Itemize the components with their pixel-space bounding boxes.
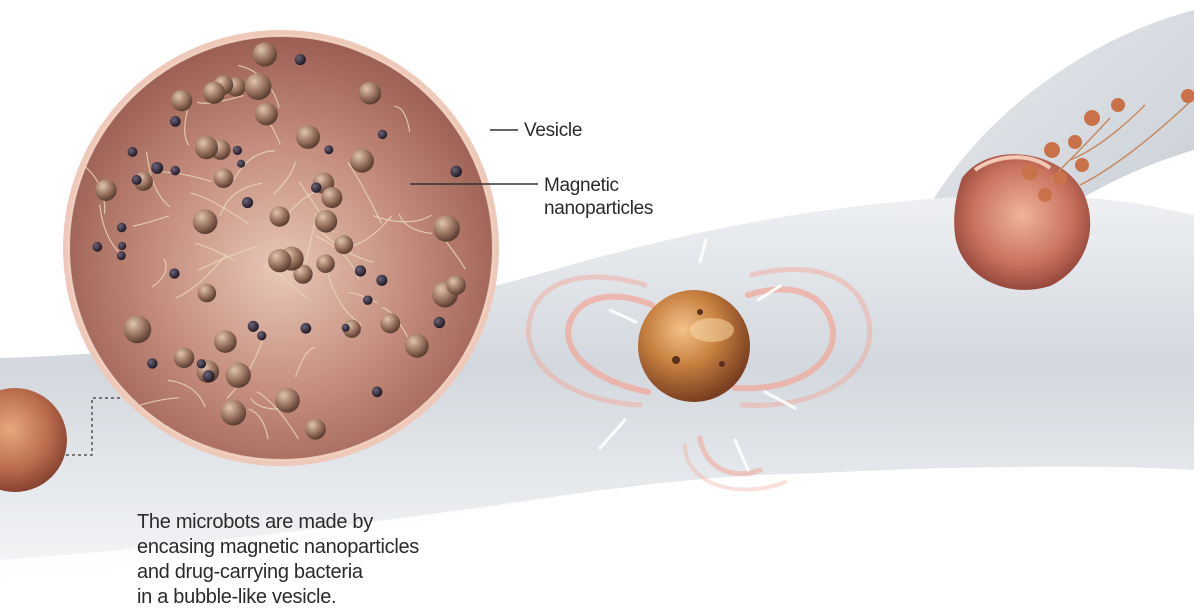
bacterium bbox=[193, 209, 218, 234]
magnetic-nanoparticle bbox=[151, 162, 163, 174]
bacterium bbox=[255, 103, 278, 126]
magnetic-nanoparticle bbox=[248, 321, 259, 332]
magnetic-nanoparticle bbox=[170, 166, 180, 176]
caption-line: in a bubble-like vesicle. bbox=[137, 585, 477, 610]
magnetic-nanoparticle bbox=[434, 317, 445, 328]
magnetic-label-line: nanoparticles bbox=[544, 197, 684, 220]
bacterium bbox=[225, 362, 250, 387]
bacterium bbox=[350, 149, 374, 173]
magnetic-nanoparticle bbox=[128, 147, 138, 157]
bacterium bbox=[195, 136, 218, 159]
caption-line: and drug-carrying bacteria bbox=[137, 560, 477, 585]
magnetic-nanoparticle bbox=[378, 130, 387, 139]
magnetic-nanoparticle bbox=[242, 197, 253, 208]
magnetic-nanoparticle bbox=[117, 223, 127, 233]
bacterium bbox=[198, 284, 217, 303]
bacterium bbox=[221, 400, 247, 426]
bacterium bbox=[171, 90, 192, 111]
bacterium bbox=[269, 206, 289, 226]
bacterium bbox=[245, 73, 272, 100]
vesicle-label: Vesicle bbox=[524, 119, 582, 142]
magnetic-nanoparticle bbox=[118, 242, 126, 250]
bacterium bbox=[214, 168, 234, 188]
bacterium bbox=[359, 82, 382, 105]
enlarged-vesicle bbox=[63, 30, 499, 466]
magnetic-nanoparticle bbox=[92, 242, 102, 252]
bacterium bbox=[203, 82, 225, 104]
magnetic-nanoparticle bbox=[355, 265, 366, 276]
magnetic-nanoparticle bbox=[147, 358, 157, 368]
magnetic-nanoparticle bbox=[132, 175, 142, 185]
magnetic-nanoparticle bbox=[342, 324, 350, 332]
bacterium bbox=[316, 254, 335, 273]
bacterium bbox=[305, 419, 326, 440]
magnetic-nanoparticle bbox=[324, 145, 333, 154]
magnetic-nanoparticle bbox=[169, 268, 179, 278]
magnetic-nanoparticle bbox=[450, 166, 462, 178]
magnetic-nanoparticle bbox=[300, 323, 311, 334]
magnetic-nanoparticle bbox=[170, 116, 181, 127]
bacterium bbox=[275, 388, 300, 413]
bacterium bbox=[334, 235, 353, 254]
magnetic-nanoparticle bbox=[233, 146, 242, 155]
magnetic-label-line: Magnetic bbox=[544, 174, 684, 197]
caption-line: The microbots are made by bbox=[137, 510, 477, 535]
caption-line: encasing magnetic nanoparticles bbox=[137, 535, 477, 560]
magnetic-nanoparticle bbox=[197, 359, 206, 368]
bacterium bbox=[433, 215, 460, 242]
bacterium bbox=[214, 330, 237, 353]
magnetic-nanoparticle bbox=[363, 295, 373, 305]
bacterium bbox=[405, 334, 429, 358]
bacterium bbox=[296, 125, 320, 149]
bacterium bbox=[95, 179, 116, 200]
magnetic-nanoparticle bbox=[376, 275, 387, 286]
magnetic-nanoparticle bbox=[257, 331, 266, 340]
bacterium bbox=[124, 316, 152, 344]
microbot-vesicle bbox=[638, 290, 750, 402]
magnetic-nanoparticle bbox=[295, 54, 306, 65]
bacterium bbox=[174, 347, 195, 368]
bacterium bbox=[446, 276, 465, 295]
bacterium bbox=[380, 313, 400, 333]
bacterium bbox=[321, 187, 342, 208]
magnetic-nanoparticle bbox=[203, 370, 215, 382]
bacterium bbox=[315, 210, 338, 233]
bacterium bbox=[268, 249, 291, 272]
magnetic-nanoparticle bbox=[237, 160, 245, 168]
magnetic-nanoparticle bbox=[311, 182, 322, 193]
magnetic-nanoparticle bbox=[117, 251, 126, 260]
diagram-caption: The microbots are made by encasing magne… bbox=[137, 510, 477, 610]
magnetic-nanoparticles-label: Magnetic nanoparticles bbox=[544, 174, 684, 220]
bacterium bbox=[253, 42, 277, 66]
magnetic-nanoparticle bbox=[372, 387, 383, 398]
